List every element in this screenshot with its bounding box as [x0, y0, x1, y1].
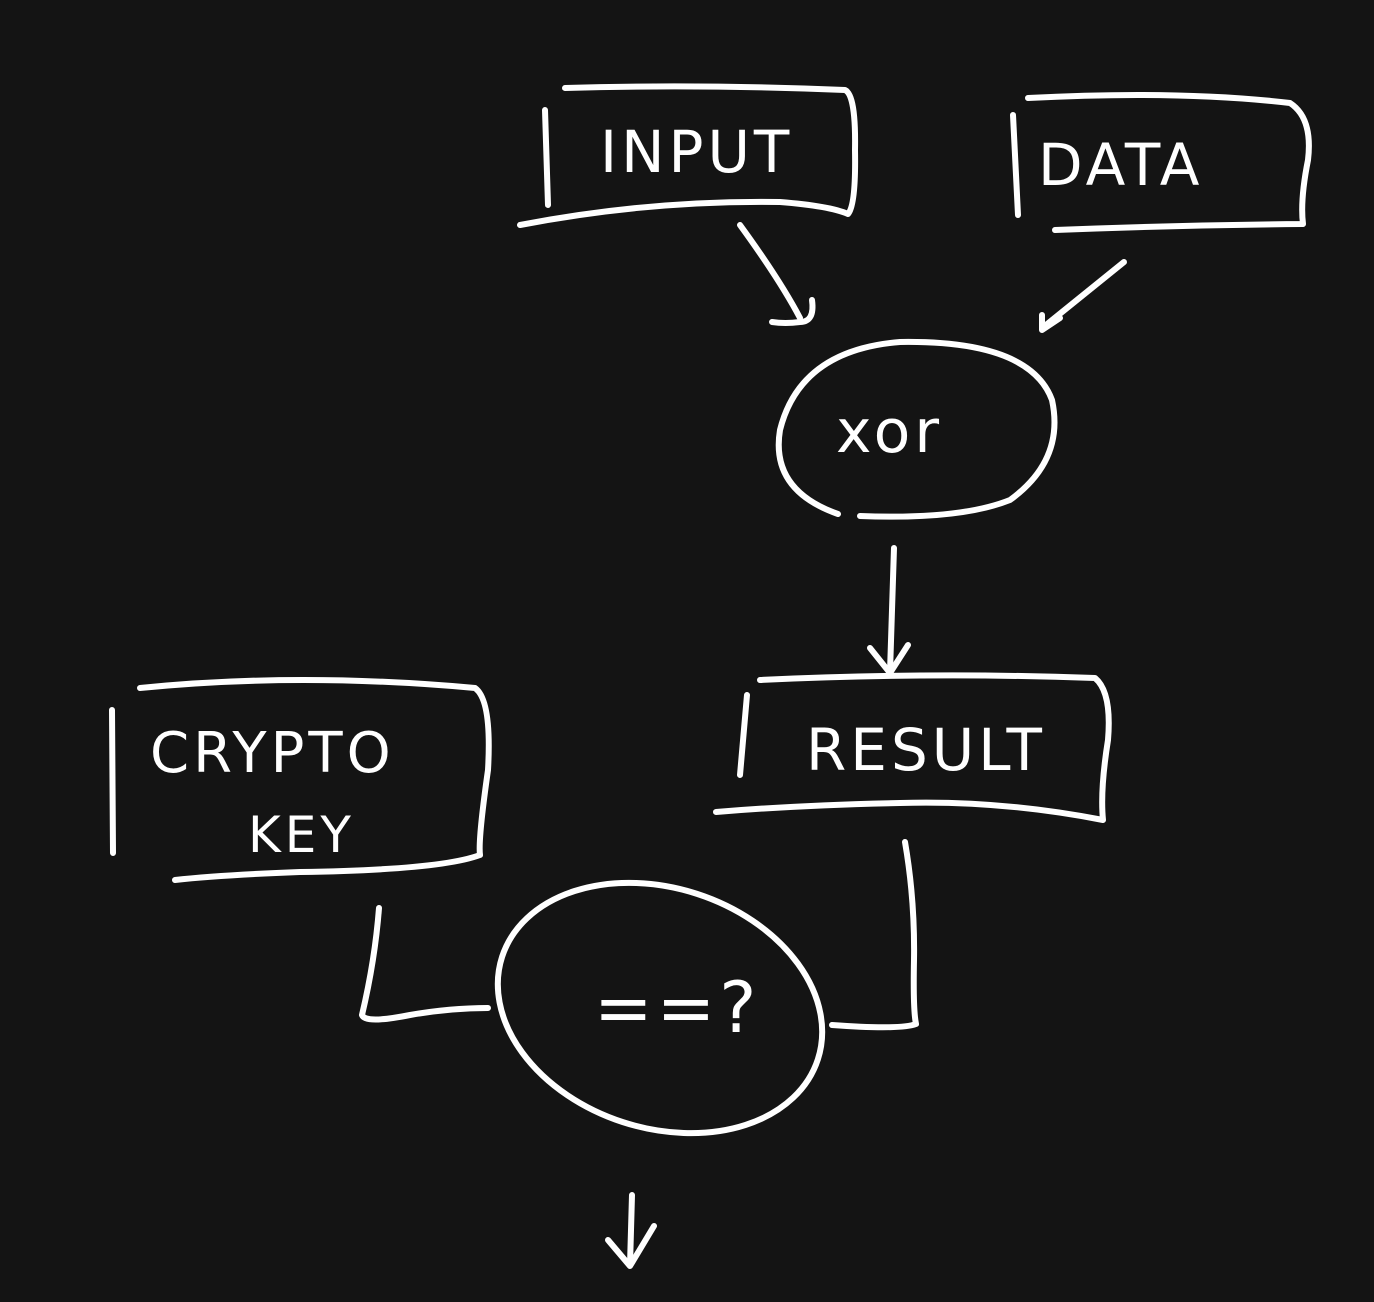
input-node: INPUT	[517, 83, 859, 228]
arrow-xor-to-result	[867, 545, 911, 676]
data-box-left-edge	[1010, 112, 1021, 218]
compare-ellipse	[494, 879, 826, 1137]
compare-node: ==?	[494, 879, 826, 1137]
compare-label: ==?	[594, 967, 760, 1049]
crypto-key-label-line1: CRYPTO	[150, 721, 395, 786]
crypto-key-box-left-edge	[109, 707, 116, 856]
arrow-input-to-xor	[737, 222, 816, 326]
crypto-key-box-outline	[137, 677, 492, 883]
result-label: RESULT	[806, 716, 1046, 784]
data-node: DATA	[1010, 91, 1312, 233]
xor-ellipse	[775, 338, 1058, 520]
connector-key-to-compare	[359, 905, 491, 1023]
xor-node: xor	[775, 338, 1058, 520]
arrow-data-to-xor	[1039, 259, 1127, 333]
arrow-data-head	[1039, 312, 1063, 333]
crypto-key-node: CRYPTO KEY	[109, 677, 492, 883]
input-box-outline	[517, 83, 859, 228]
connector-result-to-compare	[829, 839, 919, 1031]
result-box-outline	[713, 672, 1112, 823]
result-node: RESULT	[713, 672, 1112, 823]
arrow-output	[605, 1192, 657, 1269]
data-box-outline	[1025, 91, 1312, 233]
arrow-xor-shaft	[887, 545, 897, 675]
xor-label: xor	[836, 397, 943, 467]
input-box-left-edge	[542, 107, 551, 208]
arrow-input-head	[769, 297, 816, 326]
arrow-output-head	[605, 1223, 657, 1269]
arrow-data-shaft	[1043, 259, 1127, 328]
arrow-output-shaft	[627, 1192, 635, 1268]
result-box-left-edge	[737, 692, 750, 778]
arrow-input-shaft	[737, 222, 803, 321]
data-label: DATA	[1038, 131, 1203, 199]
input-label: INPUT	[600, 118, 793, 186]
crypto-key-label-line2: KEY	[248, 806, 355, 864]
